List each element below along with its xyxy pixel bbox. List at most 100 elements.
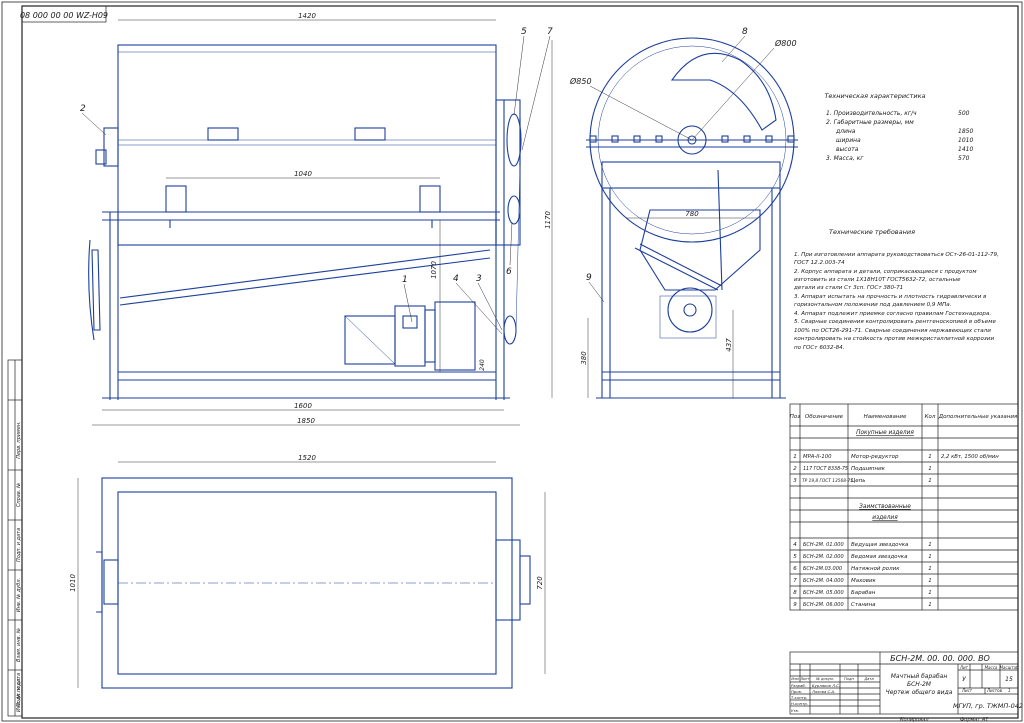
svg-text:Ведомая звездочка: Ведомая звездочка	[851, 554, 908, 560]
svg-text:БСН-2М. 01.000: БСН-2М. 01.000	[803, 542, 844, 548]
svg-text:1: 1	[928, 542, 932, 548]
svg-text:1: 1	[928, 478, 932, 484]
svg-text:Взам. инв. №: Взам. инв. №	[16, 628, 22, 662]
table-row: 5 БСН-2М. 02.000 Ведомая звездочка 1	[793, 554, 932, 560]
svg-text:БСН-2М. 02.000: БСН-2М. 02.000	[803, 554, 844, 560]
svg-text:3: 3	[476, 274, 482, 284]
table-row: 9 БСН-2М. 06.000 Станина 1	[793, 602, 932, 608]
svg-text:1070: 1070	[430, 261, 438, 279]
svg-text:1600: 1600	[294, 402, 312, 410]
svg-text:Подп: Подп	[844, 677, 854, 681]
table-row: 8 БСН-2М. 05.000 Барабан 1	[793, 590, 932, 596]
copied-label: Копировал	[900, 717, 929, 723]
svg-text:Перв. примен.: Перв. примен.	[16, 421, 22, 459]
svg-text:Бурлаков Л.С.: Бурлаков Л.С.	[812, 683, 840, 688]
tech-requirements: Технические требования 1. При изготовлен…	[793, 228, 999, 351]
title-org: МГУП, гр. ТЖМП-042	[953, 702, 1023, 710]
svg-text:780: 780	[685, 210, 699, 218]
svg-text:1: 1	[1008, 688, 1011, 693]
svg-text:4. Аппарат подлежит приемке со: 4. Аппарат подлежит приемке согласно пра…	[794, 311, 991, 317]
svg-text:8: 8	[793, 590, 797, 596]
svg-text:1040: 1040	[294, 170, 312, 178]
tech-characteristics: Техническая характеристика 1. Производит…	[824, 92, 973, 162]
svg-text:1: 1	[928, 566, 932, 572]
spec-header-pos: Поз	[790, 414, 801, 420]
svg-text:горизонтальном положении под д: горизонтальном положении под давлением 0…	[794, 302, 952, 308]
spec-header-qty: Кол	[925, 414, 936, 420]
svg-text:изделия: изделия	[872, 515, 898, 521]
svg-text:1850: 1850	[958, 128, 973, 135]
svg-text:Т.контр.: Т.контр.	[791, 695, 807, 700]
table-row: 2 117 ГОСТ 8338-75 Подшипник 1	[793, 466, 932, 472]
svg-text:1: 1	[402, 275, 408, 285]
svg-text:1520: 1520	[298, 454, 316, 462]
svg-text:БСН-2М. 04.000: БСН-2М. 04.000	[803, 578, 844, 584]
svg-text:8: 8	[742, 27, 748, 37]
svg-text:2. Корпус аппарата и детали, с: 2. Корпус аппарата и детали, соприкасающ…	[794, 269, 977, 275]
svg-text:9: 9	[586, 273, 592, 283]
svg-text:Ведущая звездочка: Ведущая звездочка	[851, 542, 909, 548]
spec-header-name: Наименование	[864, 414, 907, 420]
svg-text:2,2 кВт, 1500 об/мин: 2,2 кВт, 1500 об/мин	[941, 454, 999, 460]
svg-text:Чертеж общего вида: Чертеж общего вида	[886, 689, 953, 696]
table-row: 7 БСН-2М. 04.000 Маховик 1	[793, 578, 932, 584]
svg-text:9: 9	[793, 602, 797, 608]
svg-text:Масштаб: Масштаб	[999, 665, 1019, 670]
svg-text:1: 1	[928, 554, 932, 560]
svg-text:3. Масса, кг: 3. Масса, кг	[826, 155, 864, 162]
svg-text:Лист: Лист	[799, 677, 810, 681]
svg-text:240: 240	[479, 359, 486, 371]
svg-text:Станина: Станина	[851, 602, 876, 608]
svg-text:720: 720	[536, 576, 544, 590]
svg-text:№ докум.: № докум.	[815, 677, 834, 681]
svg-text:Лист: Лист	[961, 688, 973, 693]
svg-text:2. Габаритные размеры, мм: 2. Габаритные размеры, мм	[826, 119, 914, 126]
svg-text:длина: длина	[835, 128, 856, 135]
svg-text:1: 1	[928, 578, 932, 584]
svg-text:1: 1	[928, 466, 932, 472]
svg-text:500: 500	[958, 110, 970, 117]
svg-text:Цепь: Цепь	[851, 478, 866, 484]
svg-text:Покупные изделия: Покупные изделия	[856, 430, 914, 436]
svg-text:Заимствованные: Заимствованные	[859, 504, 911, 510]
svg-text:Справ. №: Справ. №	[16, 483, 22, 507]
svg-text:Масса: Масса	[985, 665, 998, 670]
svg-text:Утв.: Утв.	[791, 708, 799, 713]
svg-text:Ø850: Ø850	[569, 76, 592, 86]
svg-text:ГОСТ 12.2.003-74: ГОСТ 12.2.003-74	[794, 260, 845, 266]
svg-text:15: 15	[1005, 676, 1013, 683]
table-row: 1 МРА-II-100 Мотор-редуктор 1 2,2 кВт, 1…	[793, 454, 999, 460]
svg-text:Дата: Дата	[863, 677, 873, 681]
svg-text:Изм: Изм	[791, 677, 799, 681]
svg-text:Натяжной ролик: Натяжной ролик	[851, 566, 900, 572]
svg-text:Н.контр.: Н.контр.	[791, 701, 808, 706]
specification-table: Поз Обозначение Наименование Кол Дополни…	[789, 403, 1019, 611]
svg-text:1010: 1010	[958, 137, 973, 144]
svg-text:изготовить из стали 1Х18Н10Т Г: изготовить из стали 1Х18Н10Т ГОСТ5632-72…	[794, 277, 961, 283]
svg-text:1850: 1850	[297, 417, 315, 425]
svg-text:Барабан: Барабан	[851, 590, 876, 596]
front-view: 1420 1040 1600 1850 1070 240 1 2 3 4 5 6…	[80, 12, 553, 426]
side-view: 780 380 437 1170 Ø800 Ø850 8 9	[544, 27, 798, 399]
svg-text:1010: 1010	[69, 574, 77, 592]
stamp-code-box: 08 000 00 00 WZ-H09	[20, 5, 108, 23]
svg-text:08 000 00 00 WZ-H09: 08 000 00 00 WZ-H09	[20, 11, 108, 20]
svg-text:БСН-2М.03.000: БСН-2М.03.000	[803, 566, 842, 572]
svg-text:6: 6	[506, 267, 512, 277]
svg-text:1420: 1420	[298, 12, 316, 20]
svg-text:Подшипник: Подшипник	[851, 466, 886, 472]
svg-text:Листов: Листов	[986, 688, 1003, 693]
svg-text:3. Аппарат испытать на прочнос: 3. Аппарат испытать на прочность и плотн…	[794, 294, 986, 300]
svg-text:4: 4	[793, 542, 797, 548]
title-block: БСН-2М. 00. 00. 000. ВО Мачтный барабан …	[789, 651, 1023, 715]
svg-text:ТР 19,8 ГОСТ 13568-75: ТР 19,8 ГОСТ 13568-75	[802, 478, 853, 484]
svg-text:2: 2	[793, 466, 797, 472]
svg-text:У: У	[962, 676, 966, 683]
svg-text:1: 1	[928, 602, 932, 608]
svg-text:Инв. № дубл.: Инв. № дубл.	[16, 578, 22, 612]
svg-text:Технические требования: Технические требования	[829, 228, 915, 236]
svg-text:Разраб.: Разраб.	[791, 683, 806, 688]
svg-text:БСН-2М. 05.000: БСН-2М. 05.000	[803, 590, 844, 596]
svg-text:ширина: ширина	[836, 137, 861, 144]
